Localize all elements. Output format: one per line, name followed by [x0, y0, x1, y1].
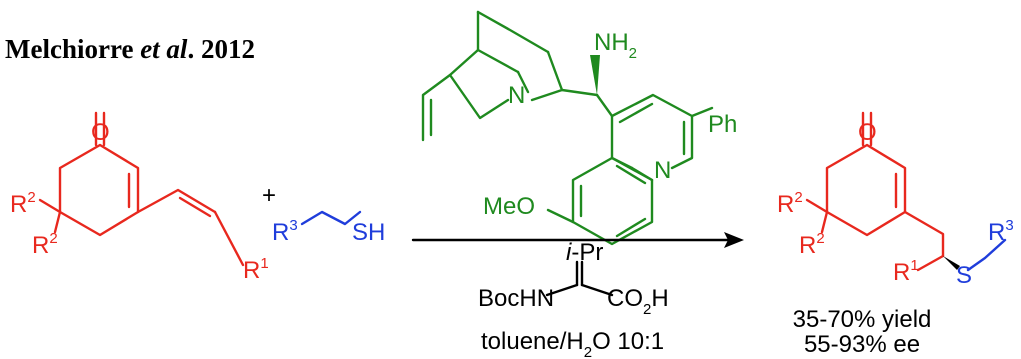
quinuclidine-bridge-bottom	[448, 48, 510, 120]
dienone-r1-bond	[213, 210, 245, 267]
thiol-chain	[300, 210, 362, 226]
dienone-r2-bond-top	[38, 198, 62, 214]
thiol-sh-label: SH	[352, 219, 385, 246]
reactant-thiol: R3 SH	[272, 210, 385, 246]
quinuclidine-right-bond	[530, 50, 564, 102]
dienone-r1-label: R1	[243, 255, 269, 284]
quinuclidine-bridge-top	[476, 10, 550, 54]
quinuclidine-n-bond-top	[516, 70, 530, 94]
catalyst-nh2-label: NH2	[594, 29, 637, 62]
catalyst-structure: NH2 N Ph N MeO	[421, 10, 737, 246]
catalyst-methoxy-bond	[546, 208, 575, 224]
quinoline-benzo-double-3	[615, 164, 647, 185]
cocatalyst-bochn-label: BocHN	[478, 285, 554, 312]
cocatalyst-co2h-bond	[580, 283, 614, 297]
product-r3-label: R3	[988, 217, 1014, 246]
arrow-head	[724, 232, 744, 248]
product-thioether-chain	[966, 238, 1007, 272]
cocatalyst-n-bond	[545, 283, 579, 297]
cocatalyst-co2h-label: CO2H	[607, 285, 669, 318]
dienone-r2-bottom-label: R2	[32, 230, 58, 259]
dienone-r2-top-label: R2	[10, 189, 36, 218]
quinoline-benzo-double-2	[615, 217, 647, 238]
yield-label: 35-70% yield	[793, 306, 932, 333]
product-r2-bottom-label: R2	[799, 230, 825, 259]
dienone-vinyl-double-bond	[178, 196, 212, 218]
dienone-ring	[58, 143, 140, 237]
catalyst-c9-quinoline-bond	[595, 93, 614, 118]
product-sulfur-label: S	[956, 262, 972, 289]
quinoline-fusion-bond	[630, 166, 654, 182]
reactant-dienone: O R2 R2 R1	[10, 111, 269, 284]
quinoline-pyridine-ring	[610, 93, 694, 170]
catalyst-nh2-wedge	[590, 55, 600, 95]
dienone-r2-bond-bottom	[53, 210, 62, 234]
catalyst-c8-c9-bond	[560, 88, 599, 97]
catalyst-phenyl-bond	[690, 106, 714, 118]
product-r1-bond	[916, 254, 945, 272]
catalyst-vinyl-bond	[421, 73, 452, 142]
catalyst-phenyl-label: Ph	[708, 111, 737, 138]
solvent-label: toluene/H2O 10:1	[481, 328, 664, 359]
dienone-oxygen-label: O	[91, 119, 110, 146]
quinoline-double-bond-1	[618, 102, 654, 124]
catalyst-quinoline-n-label: N	[654, 157, 671, 184]
product-ring	[825, 143, 907, 237]
scheme-title: Melchiorre et al. 2012	[5, 34, 255, 64]
product-r2-bond-bottom	[820, 210, 829, 234]
catalyst-methoxy-label: MeO	[483, 193, 535, 220]
product-structure: O R2 R2 R1 S R3	[777, 111, 1014, 289]
cocatalyst-ipr-label: i-Pr	[566, 239, 603, 266]
quinuclidine-bridge-left	[476, 10, 520, 74]
reaction-arrow	[411, 232, 744, 248]
thiol-r3-label: R3	[272, 217, 298, 246]
product-r2-top-label: R2	[777, 189, 803, 218]
ee-label: 55-93% ee	[804, 331, 920, 358]
product-oxygen-label: O	[858, 119, 877, 146]
product-r1-label: R1	[893, 257, 919, 286]
product-r2-bond-top	[805, 198, 829, 214]
product-stereo-wedge	[943, 256, 960, 270]
catalyst-quinuclidine-n-label: N	[508, 82, 525, 109]
dienone-vinyl-chain	[136, 188, 217, 214]
cocatalyst-structure: i-Pr BocHN CO2H	[478, 239, 669, 318]
quinoline-benzo-ring	[571, 156, 654, 246]
plus-sign: +	[262, 182, 276, 209]
product-side-chain	[903, 210, 945, 258]
